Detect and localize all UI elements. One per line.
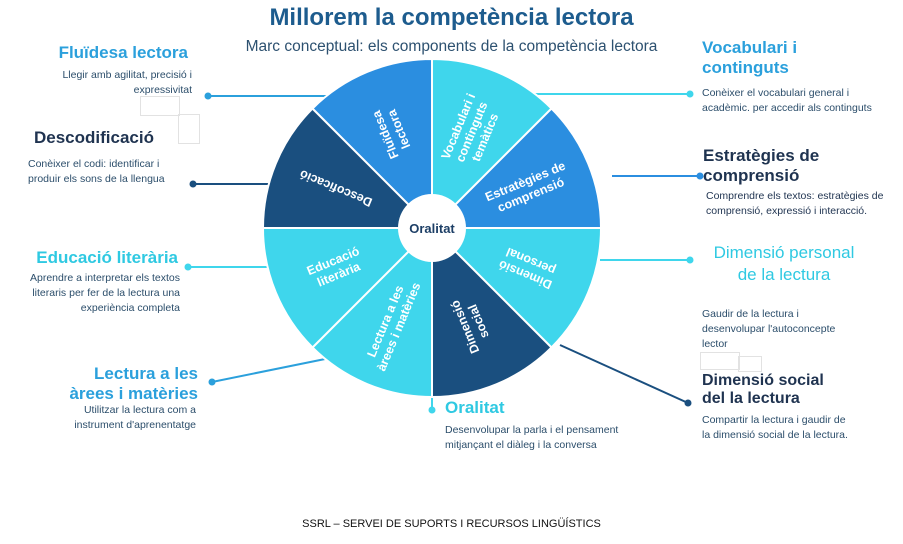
label-lectura-arees-title: Lectura a les àrees i matèries	[20, 364, 198, 403]
label-personal-title: Dimensió personal de la lectura	[686, 242, 882, 286]
connector-dot	[686, 256, 694, 264]
wheel-segment	[261, 227, 435, 349]
desc-line: Conèixer el vocabulari general i	[702, 87, 850, 99]
center-circle	[398, 194, 466, 262]
title-line: Estratègies de	[703, 146, 820, 165]
connector-dot	[204, 92, 212, 100]
desc-line: desenvolupar l'autoconcepte	[702, 323, 836, 336]
title-line: Dimensió personal	[713, 243, 855, 262]
connector-line	[559, 344, 689, 404]
desc-line: mitjançant el diàleg i la conversa	[445, 439, 597, 452]
connector-dot	[696, 172, 704, 180]
title-line: continguts	[702, 57, 789, 77]
label-estrategies-title: Estratègies de comprensió	[703, 146, 883, 185]
desc-line: experiència completa	[80, 302, 180, 315]
desc-line: Aprendre a interpretar els textos	[30, 272, 180, 284]
label-social-title: Dimensió social del la lectura	[702, 372, 882, 409]
desc-line: Compartir la lectura i gaudir de	[702, 414, 846, 426]
label-descodificacio-title: Descodificació	[34, 128, 154, 147]
desc-line: Gaudir de la lectura i	[702, 308, 799, 320]
desc-line: la dimensió social de la lectura.	[702, 429, 848, 442]
connector-dot	[684, 399, 692, 407]
desc-line: produir els sons de la llengua	[28, 173, 165, 186]
connector-dot	[428, 406, 436, 414]
placeholder-box	[738, 356, 762, 372]
label-fluidesa-desc: Llegir amb agilitat, precisió i expressi…	[20, 68, 192, 98]
label-estrategies-desc: Comprendre els textos: estratègies de co…	[706, 189, 903, 219]
connector-dot	[184, 263, 192, 271]
wheel-segment	[311, 225, 433, 399]
connector-line	[211, 357, 331, 383]
wheel-segment	[431, 225, 553, 399]
label-descodificacio-desc: Conèixer el codi: identificar i produir …	[28, 157, 188, 187]
desc-line: literaris per fer de la lectura una	[32, 287, 180, 300]
title-line: del la lectura	[702, 390, 800, 408]
wheel-segment-label: Educacióliterària	[305, 244, 368, 292]
desc-line: lector	[702, 338, 728, 351]
page-subtitle: Marc conceptual: els components de la co…	[245, 38, 658, 55]
connector-dot	[208, 378, 216, 386]
label-personal-desc: Gaudir de la lectura i desenvolupar l'au…	[702, 307, 882, 353]
desc-line: Utilitzar la lectura com a	[83, 404, 196, 416]
wheel-segment	[429, 227, 603, 349]
desc-line: Conèixer el codi: identificar i	[28, 158, 160, 170]
desc-line: Llegir amb agilitat, precisió i	[62, 69, 192, 81]
label-vocabulari-title: Vocabulari i continguts	[702, 38, 882, 77]
label-fluidesa-title: Fluïdesa lectora	[58, 43, 188, 62]
desc-line: comprensió, expressió i interacció.	[706, 205, 868, 218]
wheel-segment	[311, 57, 433, 231]
wheel-segment	[431, 57, 553, 231]
desc-line: instrument d'aprenentatge	[74, 419, 196, 432]
label-lectura-arees-desc: Utilitzar la lectura com a instrument d'…	[20, 403, 196, 433]
title-line: Dimensió social	[702, 372, 824, 389]
label-educacio-desc: Aprendre a interpretar els textos litera…	[10, 271, 180, 317]
desc-line: expressivitat	[133, 84, 192, 97]
label-educacio-title: Educació literària	[36, 248, 178, 267]
connector-dot	[686, 90, 694, 98]
label-social-desc: Compartir la lectura i gaudir de la dime…	[702, 413, 892, 443]
placeholder-box	[700, 352, 740, 370]
placeholder-box	[178, 114, 200, 144]
page-title: Millorem la competència lectora	[269, 4, 634, 31]
desc-line: Desenvolupar la parla i el pensament	[445, 424, 619, 436]
desc-line: Comprendre els textos: estratègies de	[706, 190, 884, 202]
wheel-segment	[429, 107, 603, 229]
label-oralitat-desc: Desenvolupar la parla i el pensament mit…	[445, 423, 665, 453]
footer-text: SSRL – SERVEI DE SUPORTS I RECURSOS LING…	[302, 518, 601, 530]
wheel-segment	[261, 107, 435, 229]
desc-line: acadèmic. per accedir als continguts	[702, 102, 872, 115]
title-line: de la lectura	[737, 265, 831, 285]
label-vocabulari-desc: Conèixer el vocabulari general i acadèmi…	[702, 86, 892, 116]
title-line: àrees i matèries	[69, 383, 198, 403]
connector-dot	[189, 180, 197, 188]
center-label: Oralitat	[409, 221, 455, 236]
title-line: comprensió	[703, 165, 800, 185]
placeholder-box	[140, 96, 180, 116]
title-line: Vocabulari i	[702, 38, 798, 57]
wheel-segments	[261, 57, 603, 399]
label-oralitat-title: Oralitat	[445, 398, 505, 417]
title-line: Lectura a les	[94, 364, 198, 383]
